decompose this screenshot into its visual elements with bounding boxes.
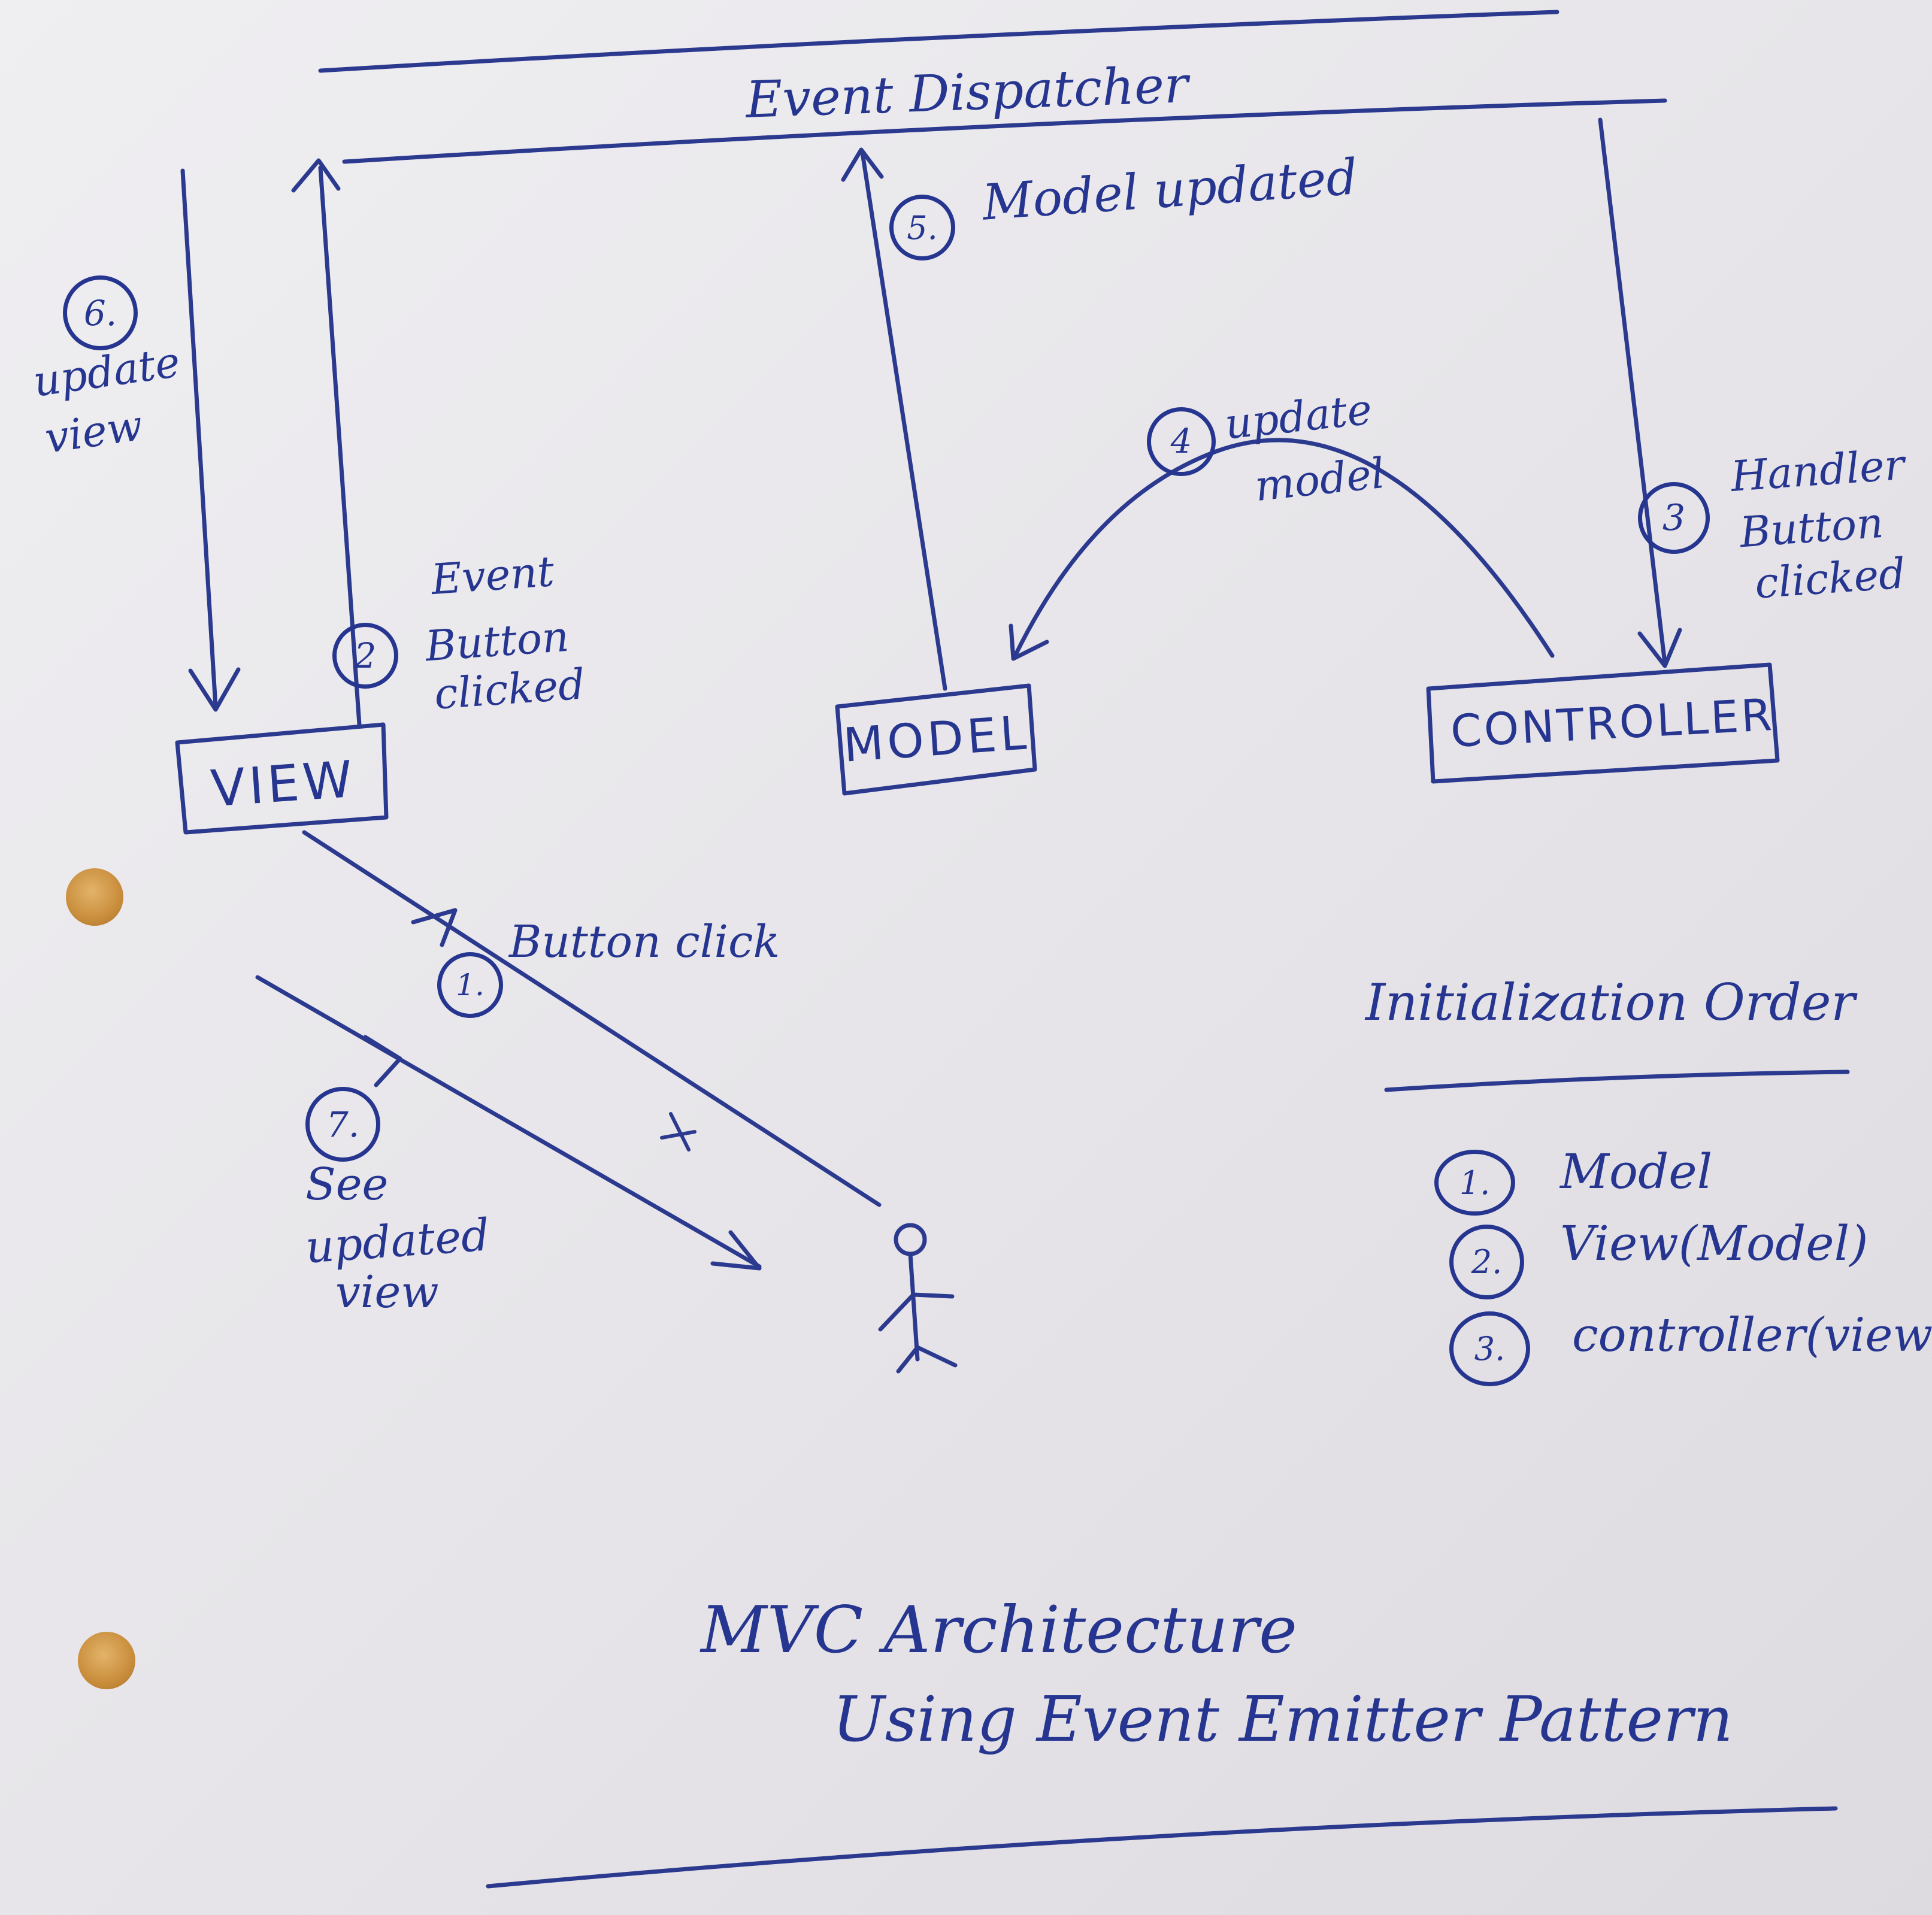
arrow-model-updated [860, 150, 947, 691]
step-1-number: 1. [437, 952, 503, 1018]
model-box [835, 683, 1037, 796]
step-3-line-2: Button [1738, 498, 1885, 557]
dispatcher-bottom-line [342, 98, 1667, 164]
arrow-see-updated-view [255, 975, 762, 1269]
punch-hole-top [66, 868, 123, 926]
controller-box [1426, 662, 1780, 784]
step-7-line-1: See [305, 1159, 389, 1210]
arrow-handler [1598, 117, 1667, 666]
init-item-3-label: controller(view) [1572, 1308, 1932, 1362]
step-2-number: 2 [332, 623, 398, 689]
step-1-label: Button click [509, 916, 780, 968]
step-3-line-3: clicked [1753, 549, 1907, 608]
view-box [175, 722, 389, 835]
arrow-update-view [180, 168, 218, 709]
step-5-number: 5. [889, 195, 955, 260]
footer-line-1: MVC Architecture [701, 1593, 1298, 1668]
punch-hole-bottom [78, 1632, 135, 1689]
init-order-underline [1384, 1069, 1850, 1092]
step-2-line-3: clicked [432, 659, 587, 719]
arrow-button-click [302, 830, 882, 1207]
init-order-title: Initialization Order [1365, 973, 1855, 1032]
step-7-number: 7. [305, 1087, 380, 1162]
init-item-2-label: View(Model) [1560, 1216, 1869, 1271]
footer-line [486, 1806, 1838, 1889]
view-node-label: VIEW [208, 749, 358, 819]
init-item-1-number: 1. [1434, 1150, 1515, 1216]
step-2-line-1: Event [429, 546, 556, 605]
step-3-number: 3 [1638, 482, 1710, 554]
init-item-1-label: Model [1560, 1144, 1713, 1199]
user-stick-figure [878, 1223, 958, 1374]
arrow-update-model [1013, 438, 1555, 658]
dispatcher-top-line [318, 10, 1559, 73]
step-6-number: 6. [63, 275, 138, 350]
step-7-line-3: view [335, 1266, 439, 1318]
footer-line-2: Using Event Emitter Pattern [832, 1683, 1733, 1756]
init-item-2-number: 2. [1449, 1225, 1524, 1299]
init-item-3-number: 3. [1449, 1311, 1530, 1386]
step-4-number: 4 [1147, 407, 1216, 476]
